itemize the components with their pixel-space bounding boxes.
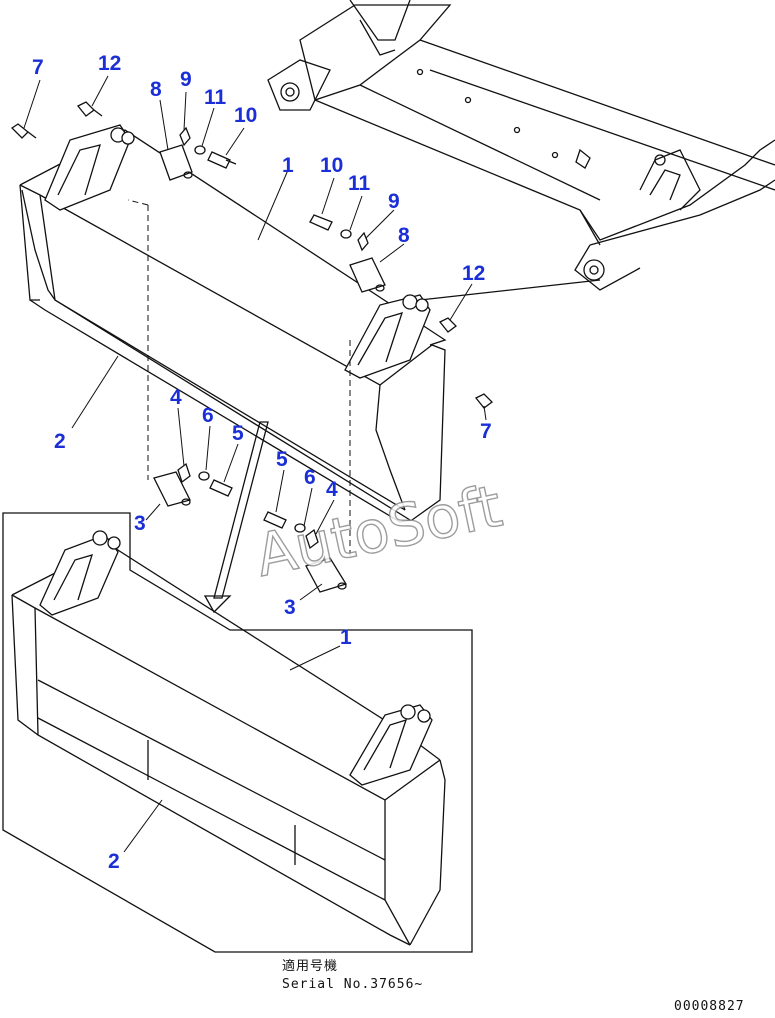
callout-4-left: 4 bbox=[170, 386, 182, 409]
callout-10-mid: 10 bbox=[320, 154, 343, 177]
callout-7-top: 7 bbox=[32, 56, 44, 79]
callout-4-right: 4 bbox=[326, 478, 338, 501]
callout-12-right: 12 bbox=[462, 262, 485, 285]
serial-label-jp: 適用号機 bbox=[282, 958, 338, 974]
callout-6-left: 6 bbox=[202, 404, 214, 427]
callout-1-top: 1 bbox=[282, 154, 294, 177]
callout-8-mid: 8 bbox=[398, 224, 410, 247]
inset-frame bbox=[2, 512, 473, 953]
hardware-parts bbox=[10, 101, 493, 593]
watermark-text: AutoSoft bbox=[250, 472, 508, 590]
guard-plate-inset bbox=[11, 530, 446, 946]
callout-5-right: 5 bbox=[276, 448, 288, 471]
callout-3-right: 3 bbox=[284, 596, 296, 619]
callout-9-mid: 9 bbox=[388, 190, 400, 213]
callout-7-right: 7 bbox=[480, 420, 492, 443]
chassis-frame bbox=[267, 0, 775, 301]
callout-11-mid: 11 bbox=[348, 172, 371, 195]
direction-arrow bbox=[203, 421, 269, 614]
alignment-lines bbox=[127, 199, 351, 560]
callout-5-left: 5 bbox=[232, 422, 244, 445]
guard-plate-main bbox=[19, 124, 447, 523]
callout-12-top: 12 bbox=[98, 52, 121, 75]
callout-6-right: 6 bbox=[304, 466, 316, 489]
drawing-number: 00008827 bbox=[674, 999, 745, 1013]
callout-1-inset: 1 bbox=[340, 626, 352, 649]
callout-2-top: 2 bbox=[54, 430, 66, 453]
callout-11-top: 11 bbox=[204, 86, 227, 109]
leader-lines bbox=[23, 75, 487, 853]
callout-8-top: 8 bbox=[150, 78, 162, 101]
callout-9-top: 9 bbox=[180, 68, 192, 91]
callout-2-inset: 2 bbox=[108, 850, 120, 873]
callout-3-left: 3 bbox=[134, 512, 146, 535]
serial-label-en: Serial No.37656~ bbox=[282, 977, 423, 992]
callouts: 7 12 8 9 11 10 1 10 11 9 8 12 2 4 6 5 7 … bbox=[32, 52, 492, 873]
callout-10-top: 10 bbox=[234, 104, 257, 127]
